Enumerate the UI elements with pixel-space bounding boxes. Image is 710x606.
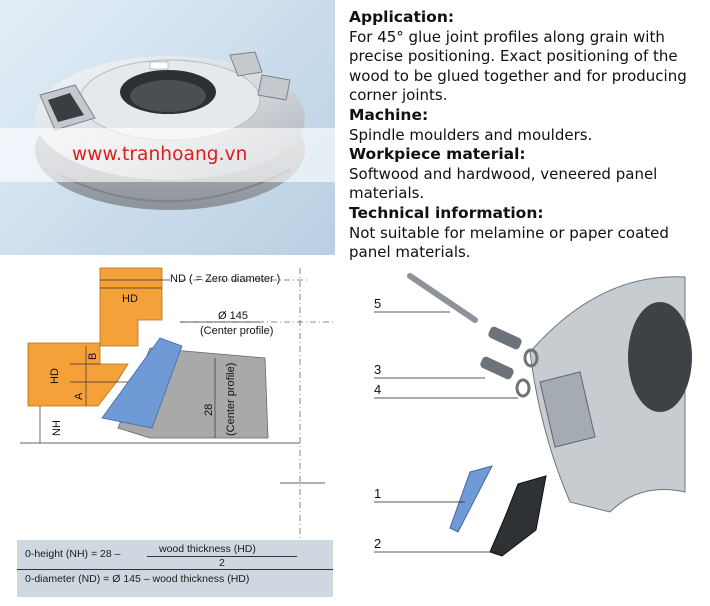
callout-4: 4 [374, 382, 381, 397]
height-formula-denominator: 2 [219, 557, 225, 569]
center-profile-vertical-label: (Center profile) [225, 363, 237, 436]
callout-3: 3 [374, 362, 381, 377]
center-profile-label: (Center profile) [200, 325, 273, 337]
washer-part [523, 348, 539, 368]
washer-part [515, 378, 531, 398]
hd-top-label: HD [122, 293, 138, 305]
height-formula-lhs: 0-height (NH) = 28 – [25, 548, 121, 560]
exploded-assembly-view: 5 3 4 1 2 [374, 273, 692, 557]
screw-part [488, 326, 522, 350]
nh-label: NH [51, 420, 63, 436]
dim-28-label: 28 [203, 404, 215, 416]
profile-diagram: ND ( = Zero diameter ) HD Ø 145 (Center … [20, 267, 335, 540]
cutter-pocket [539, 371, 596, 448]
dimension-lines [20, 279, 325, 484]
callout-2: 2 [374, 536, 381, 551]
callout-1: 1 [374, 486, 381, 501]
watermark-text: www.tranhoang.vn [72, 144, 248, 165]
callout-5: 5 [374, 296, 381, 311]
watermark-band [0, 128, 335, 182]
machine-text: Spindle moulders and moulders. [349, 125, 593, 144]
a-label: A [73, 392, 85, 400]
application-heading: Application: [349, 8, 455, 26]
machine-heading: Machine: [349, 105, 429, 124]
workpiece-text: Softwood and hardwood, veneered panel ma… [349, 164, 658, 203]
technical-text: Not suitable for melamine or paper coate… [349, 223, 669, 262]
hd-side-label: HD [49, 368, 61, 384]
cutter-bore [628, 302, 692, 412]
leader-lines [374, 311, 518, 553]
zero-diameter-label: ND ( = Zero diameter ) [170, 273, 280, 285]
pin-part [407, 273, 478, 323]
fraction-bar [147, 556, 297, 557]
application-text: For 45° glue joint profiles along grain … [349, 27, 687, 105]
product-information: Application: For 45° glue joint profiles… [349, 8, 709, 263]
formula-box: 0-height (NH) = 28 – wood thickness (HD)… [17, 540, 333, 597]
technical-heading: Technical information: [349, 203, 544, 222]
knife-part [449, 465, 493, 533]
screw-part [480, 356, 514, 380]
blade [101, 337, 183, 429]
height-formula-numerator: wood thickness (HD) [159, 543, 256, 555]
clamp-part [489, 475, 547, 557]
workpiece-heading: Workpiece material: [349, 145, 526, 164]
diameter-formula: 0-diameter (ND) = Ø 145 – wood thickness… [25, 573, 250, 585]
centerlines [180, 268, 335, 540]
b-label: B [87, 353, 99, 360]
diameter-label: Ø 145 [218, 310, 248, 322]
formula-divider [17, 569, 333, 570]
